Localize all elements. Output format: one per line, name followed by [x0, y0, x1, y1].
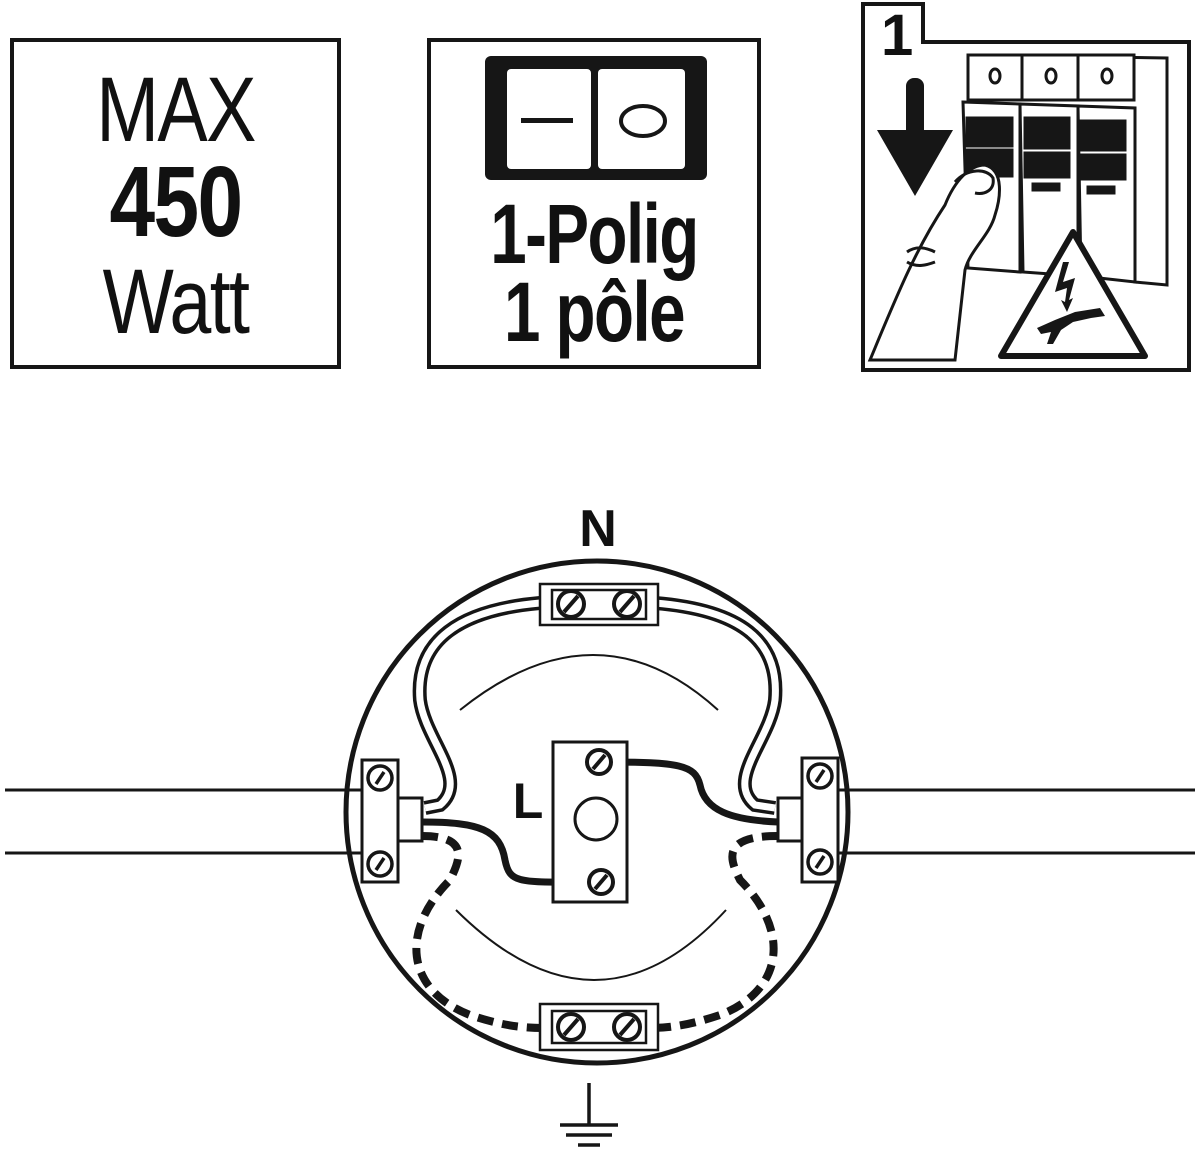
earth-ground-icon [560, 1083, 618, 1147]
on-circle-icon [619, 104, 667, 138]
earth-terminal-bottom [538, 1002, 660, 1052]
max-label: MAX [96, 59, 256, 161]
pole-label-de: 1-Polig [490, 187, 699, 281]
switch-off-breaker-panel: 1 [861, 2, 1191, 372]
junction-box-housing [343, 558, 851, 1066]
mains-cables [5, 788, 1195, 855]
wattage-unit: Watt [102, 251, 250, 353]
right-cable-clamp [776, 756, 840, 884]
step-number: 1 [881, 3, 913, 68]
off-dash-icon [521, 118, 573, 123]
finger-icon [867, 163, 1001, 362]
live-terminal-center [551, 740, 629, 904]
live-wire [421, 758, 779, 886]
max-wattage-panel: MAX 450 Watt [10, 38, 341, 369]
down-arrow-icon [877, 78, 953, 196]
junction-box-wiring-diagram: N [5, 500, 1195, 1147]
wattage-value: 450 [109, 146, 244, 258]
neutral-label: N [579, 500, 617, 558]
neutral-wire [412, 596, 783, 815]
single-pole-panel: 1-Polig 1 pôle [427, 38, 761, 369]
neutral-terminal-top [538, 582, 660, 627]
live-label: L [513, 773, 544, 829]
left-cable-clamp [360, 758, 424, 884]
pole-label-fr: 1 pôle [504, 265, 686, 359]
rocker-switch-icon [485, 56, 707, 180]
earth-wire [412, 832, 779, 1032]
electric-shock-warning-icon [998, 229, 1148, 359]
